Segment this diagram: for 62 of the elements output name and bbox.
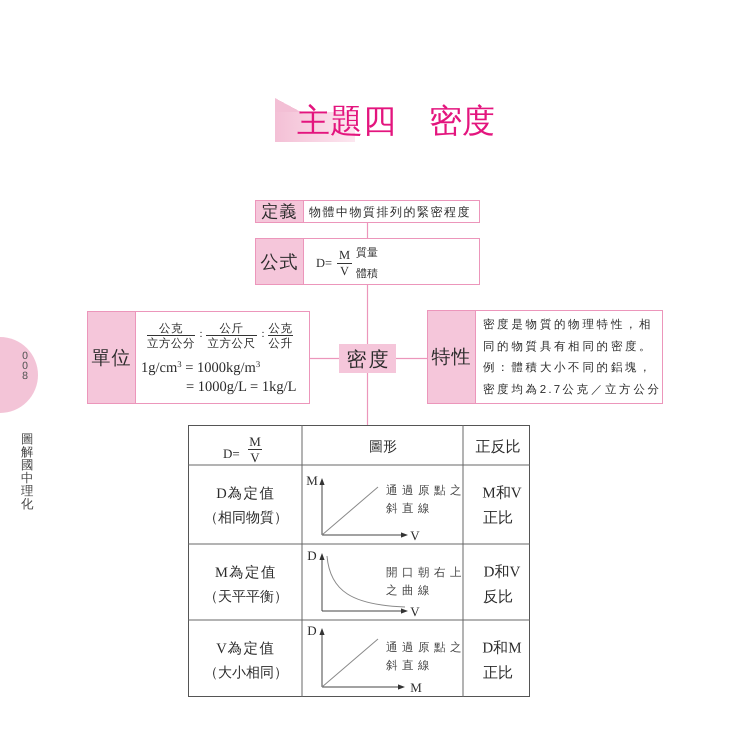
heading-tab: 單位 bbox=[88, 312, 136, 403]
unit-numerator: 公克 bbox=[268, 321, 293, 336]
unit-denominator: 立方公分 bbox=[147, 336, 195, 350]
condition-text: D為定值 bbox=[216, 485, 276, 503]
condition-note: （大小相同） bbox=[204, 664, 288, 682]
definition-text: 物體中物質排列的緊密程度 bbox=[309, 205, 471, 220]
column-header: 正反比 bbox=[476, 438, 520, 456]
heading-tab: 公式 bbox=[256, 239, 304, 284]
fraction-denominator: V bbox=[249, 450, 261, 465]
unit-numerator: 公克 bbox=[147, 321, 195, 336]
relation-text: D和V bbox=[484, 564, 520, 582]
column-header: 圖形 bbox=[369, 438, 397, 456]
quantity-label: 體積 bbox=[356, 266, 378, 281]
title: 主題四 密度 bbox=[275, 98, 495, 142]
fraction-numerator: M bbox=[248, 434, 262, 450]
axis-label: M bbox=[306, 473, 318, 489]
condition-note: （天平平衡） bbox=[204, 588, 288, 606]
topic-box: 密度 bbox=[339, 344, 396, 373]
concept-box bbox=[87, 311, 310, 404]
unit-numerator: 公斤 bbox=[206, 321, 257, 336]
concept-box bbox=[427, 310, 663, 404]
condition-text: M為定值 bbox=[215, 564, 277, 582]
formula-text: D= bbox=[316, 256, 332, 271]
axis-label: V bbox=[410, 604, 420, 620]
unit-equation: = 1000g/L = 1kg/L bbox=[186, 378, 296, 396]
axis-label: D bbox=[307, 548, 317, 564]
graph-description: 通過原點之斜直線 bbox=[386, 483, 467, 517]
connector-line bbox=[310, 358, 339, 360]
property-text: 密度是物質的物理特性，相同的物質具有相同的密度。 bbox=[483, 317, 654, 355]
relation-text: D和M bbox=[482, 640, 522, 658]
axis-label: V bbox=[410, 528, 420, 544]
ratio-colon: ： bbox=[196, 328, 206, 342]
condition-note: （相同物質） bbox=[204, 509, 288, 527]
example-text: 例：體積大小不同的鋁塊，密度均為2.7公克／立方公分 bbox=[483, 360, 663, 398]
fraction-denominator: V bbox=[338, 264, 350, 279]
axis-label: M bbox=[410, 680, 422, 696]
data-table bbox=[188, 425, 530, 697]
relation-text: M和V bbox=[482, 484, 522, 504]
concept-box bbox=[255, 200, 480, 223]
connector-line bbox=[396, 358, 427, 360]
unit-denominator: 立方公尺 bbox=[206, 336, 256, 350]
page-number: 008 bbox=[20, 352, 30, 382]
relation-text: 正比 bbox=[483, 508, 513, 528]
unit-equation: 1g/cm$^{3}$ = 1000kg/m$^{3}$ bbox=[141, 359, 260, 377]
ratio-colon: ： bbox=[258, 328, 268, 342]
connector-line bbox=[366, 285, 368, 344]
relation-text: 正比 bbox=[483, 664, 513, 682]
book-title: 圖解國中理化 bbox=[21, 432, 34, 510]
condition-text: V為定值 bbox=[216, 640, 276, 658]
connector-line bbox=[366, 373, 368, 425]
relation-text: 反比 bbox=[483, 588, 513, 606]
connector-line bbox=[366, 223, 368, 238]
quantity-label: 質量 bbox=[356, 245, 378, 260]
concept-box bbox=[255, 238, 480, 285]
unit-denominator: 公升 bbox=[268, 336, 293, 350]
heading-tab: 特性 bbox=[428, 311, 476, 403]
heading-tab: 定義 bbox=[256, 201, 304, 222]
graph-description: 開口朝右上之曲線 bbox=[386, 566, 467, 599]
axis-label: D bbox=[307, 623, 317, 639]
fraction-numerator: M bbox=[337, 248, 352, 264]
graph-description: 通過原點之斜直線 bbox=[386, 640, 467, 674]
formula-text: D= bbox=[223, 446, 240, 461]
